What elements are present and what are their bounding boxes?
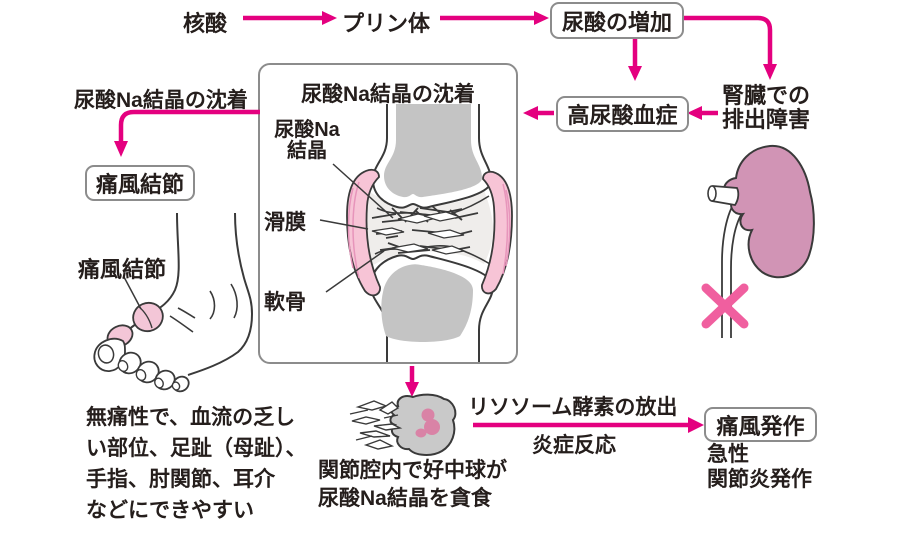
acute-arthritis-label: 急性 関節炎発作 — [707, 443, 812, 491]
arrow-hyperuricemia-to-deposition-icon — [523, 106, 554, 120]
tophus-box: 痛風結節 — [85, 165, 195, 201]
renal-disorder-label: 腎臓での 排出障害 — [722, 83, 811, 132]
hyperuricemia-box: 高尿酸血症 — [556, 96, 689, 132]
tophus-bumps — [106, 301, 164, 348]
deposition-label-left: 尿酸Na結晶の沈着 — [74, 89, 248, 112]
arrow-uricacid-to-kidney-icon — [682, 15, 777, 80]
arrow-deposition-to-neutrophil-icon — [405, 366, 419, 397]
arrow-nucleic-to-purine-icon — [243, 11, 337, 25]
neutrophil-illustration — [349, 393, 457, 456]
synovium-label: 滑膜 — [264, 211, 306, 234]
tophus-pointer-label: 痛風結節 — [78, 257, 167, 282]
lysosome-label: リソソーム酵素の放出 — [468, 396, 678, 419]
tophus-note: 無痛性で、血流の乏し い部位、足趾（母趾）、 手指、肘関節、耳介 などにできやす… — [86, 406, 307, 522]
foot-illustration — [93, 212, 254, 393]
engulfed-crystals — [349, 400, 403, 450]
arrow-purine-to-uricacid-icon — [440, 11, 549, 25]
phagocytosis-caption: 関節腔内で好中球が 尿酸Na結晶を貪食 — [318, 459, 507, 510]
arrow-kidney-to-hyperuricemia-icon — [687, 106, 718, 120]
arrow-uricacid-to-hyperuricemia-icon — [628, 37, 642, 81]
gout-attack-box: 痛風発作 — [704, 407, 817, 442]
foot-toes — [93, 337, 190, 393]
arrow-deposition-to-tophus-icon — [114, 109, 260, 157]
cartilage-label: 軟骨 — [264, 291, 306, 314]
urate-crystal-label: 尿酸Na 結晶 — [274, 119, 340, 162]
inflammation-label: 炎症反応 — [532, 434, 616, 457]
purines-label: プリン体 — [342, 11, 431, 36]
joint-panel-title: 尿酸Na結晶の沈着 — [301, 83, 475, 106]
x-mark-icon — [701, 283, 749, 329]
kidney-illustration — [701, 144, 815, 338]
uric-acid-increase-box: 尿酸の増加 — [550, 2, 684, 39]
nucleic-acid-label: 核酸 — [183, 11, 228, 36]
neutrophil-nucleus — [415, 408, 440, 438]
